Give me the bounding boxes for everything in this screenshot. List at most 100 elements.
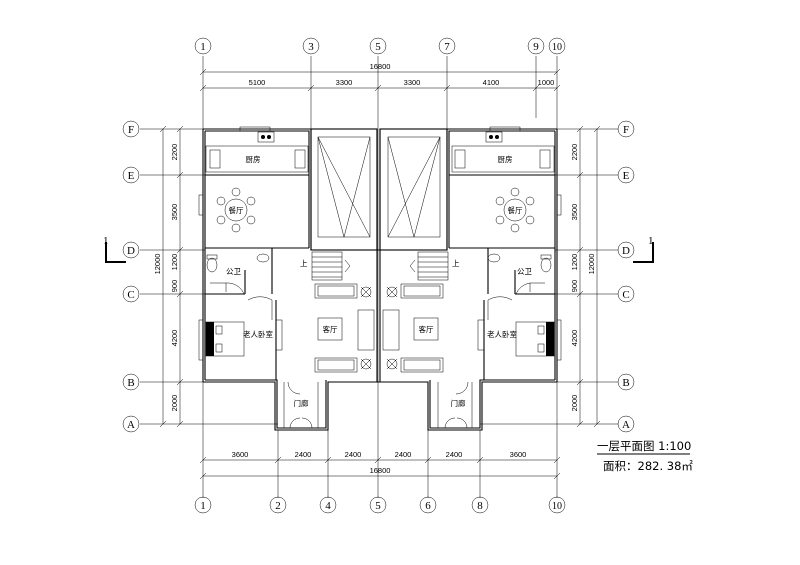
- dim-right: 2200: [570, 144, 579, 161]
- axis-bubble: 5: [369, 37, 387, 55]
- axis-bubble: F: [122, 120, 140, 138]
- axis-bubble: 9: [527, 37, 545, 55]
- dimensions-left: 12000 2200 3500 1200 900 4200 2000: [153, 125, 184, 428]
- bathroom-label: 公卫: [226, 267, 241, 276]
- svg-text:1: 1: [103, 235, 109, 247]
- dim-bottom: 2400: [345, 450, 362, 459]
- dimensions-top: 16800 5100 3300 3300 4100 1000: [199, 62, 561, 92]
- svg-text:2: 2: [275, 500, 281, 512]
- section-mark-right: 1: [633, 235, 654, 263]
- dim-right: 900: [570, 280, 579, 293]
- porch-right: 门廊: [437, 381, 473, 429]
- bathroom-label: 公卫: [517, 267, 532, 276]
- dim-bottom-total: 16800: [370, 466, 391, 475]
- svg-text:7: 7: [444, 41, 450, 53]
- axis-bubble: 1: [194, 496, 212, 514]
- area-label: 面积：282. 38㎡: [603, 459, 693, 473]
- svg-text:B: B: [622, 377, 629, 389]
- svg-text:1: 1: [200, 41, 206, 53]
- dim-left: 900: [170, 280, 179, 293]
- dim-bottom: 2400: [446, 450, 463, 459]
- living-label: 客厅: [323, 324, 338, 334]
- axis-bubble: 4: [319, 496, 337, 514]
- dim-left: 1200: [170, 254, 179, 271]
- svg-text:F: F: [128, 124, 134, 136]
- axis-bubbles-top: 1 3 5 7 9 10: [194, 37, 566, 55]
- axis-bubbles-right: F E D C B A: [617, 120, 635, 433]
- dim-left-total: 12000: [153, 254, 162, 275]
- stair-right: 上: [409, 251, 460, 281]
- svg-text:3: 3: [308, 41, 314, 53]
- dim-bottom: 3600: [510, 450, 527, 459]
- windows: [198, 126, 562, 361]
- svg-text:D: D: [127, 245, 135, 257]
- svg-text:E: E: [128, 170, 135, 182]
- dim-top: 3300: [336, 78, 353, 87]
- dimensions-bottom: 3600 2400 2400 2400 2400 3600 16800: [199, 450, 561, 480]
- svg-text:5: 5: [375, 41, 381, 53]
- porch-label: 门廊: [451, 398, 466, 408]
- bathroom-right: 公卫: [487, 253, 552, 295]
- dim-left: 2200: [170, 144, 179, 161]
- skylight-right: [387, 136, 441, 238]
- dim-right: 1200: [570, 254, 579, 271]
- dim-bottom: 2400: [395, 450, 412, 459]
- stair-left: 上: [300, 251, 351, 281]
- axis-bubble: 5: [369, 496, 387, 514]
- axis-bubble: A: [122, 415, 140, 433]
- svg-text:10: 10: [552, 42, 562, 53]
- axis-bubble: F: [617, 120, 635, 138]
- svg-text:E: E: [623, 170, 630, 182]
- dim-right-total: 12000: [587, 254, 596, 275]
- dining-table-right: 餐厅: [495, 187, 535, 233]
- skylight-left: [317, 136, 371, 238]
- stair-up-label: 上: [300, 259, 308, 268]
- bathroom-left: 公卫: [206, 253, 270, 295]
- axis-bubble: C: [122, 285, 140, 303]
- axis-bubble: 6: [419, 496, 437, 514]
- svg-text:1: 1: [200, 500, 206, 512]
- axis-bubble: B: [617, 373, 635, 391]
- svg-text:A: A: [622, 419, 630, 431]
- dining-table-left: 餐厅: [216, 187, 256, 233]
- axis-bubble: C: [617, 285, 635, 303]
- axis-bubble: 8: [471, 496, 489, 514]
- dim-left: 2000: [170, 395, 179, 412]
- svg-text:10: 10: [552, 501, 562, 512]
- dim-left: 3500: [170, 204, 179, 221]
- dim-right: 4200: [570, 330, 579, 347]
- section-mark-left: 1: [103, 235, 126, 263]
- axis-bubble: 10: [548, 37, 566, 55]
- axis-bubble: D: [122, 241, 140, 259]
- svg-text:8: 8: [477, 500, 483, 512]
- bedroom-right: 老人卧室: [477, 296, 555, 357]
- dining-label: 餐厅: [508, 206, 523, 215]
- dim-right: 2000: [570, 395, 579, 412]
- svg-text:6: 6: [425, 500, 431, 512]
- porch-left: 门廊: [283, 381, 319, 429]
- living-left: 客厅: [314, 283, 375, 373]
- stair-up-label: 上: [452, 259, 460, 268]
- walls: [202, 128, 558, 431]
- dim-right: 3500: [570, 204, 579, 221]
- axis-bubble: 2: [269, 496, 287, 514]
- kitchen-left: 厨房: [205, 131, 309, 173]
- kitchen-label: 厨房: [498, 154, 513, 164]
- axis-bubbles-bottom: 1 2 4 5 6 8 10: [194, 496, 566, 514]
- dim-top: 1000: [538, 78, 555, 87]
- axis-bubbles-left: F E D C B A: [122, 120, 140, 433]
- svg-text:B: B: [127, 377, 134, 389]
- svg-text:1: 1: [648, 235, 654, 247]
- axis-bubble: A: [617, 415, 635, 433]
- dim-top: 4100: [483, 78, 500, 87]
- svg-text:4: 4: [325, 500, 331, 512]
- dim-bottom: 2400: [295, 450, 312, 459]
- dim-top: 3300: [404, 78, 421, 87]
- drawing-title: 一层平面图 1:100 面积：282. 38㎡: [597, 439, 693, 473]
- svg-text:5: 5: [375, 500, 381, 512]
- kitchen-right: 厨房: [451, 131, 555, 173]
- kitchen-label: 厨房: [246, 154, 261, 164]
- axis-bubble: 10: [548, 496, 566, 514]
- axis-bubble: E: [122, 166, 140, 184]
